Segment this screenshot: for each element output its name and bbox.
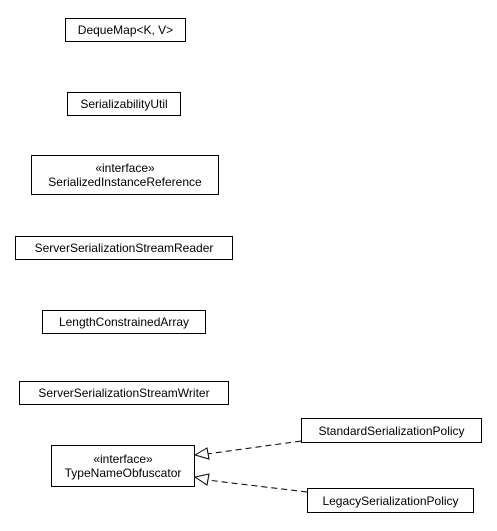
class-legacy-serialization-policy[interactable]: LegacySerializationPolicy xyxy=(307,488,474,513)
class-name: ServerSerializationStreamWriter xyxy=(38,386,210,400)
stereotype-label: «interface» xyxy=(95,161,155,175)
class-name: StandardSerializationPolicy xyxy=(318,423,465,438)
legacy-policy-realization-arrowhead xyxy=(193,473,210,486)
legacy-policy-realization-line xyxy=(206,479,308,493)
interface-serialized-instance-reference[interactable]: «interface» SerializedInstanceReference xyxy=(31,155,219,195)
class-name: LegacySerializationPolicy xyxy=(322,493,459,508)
interface-type-name-obfuscator[interactable]: «interface» TypeNameObfuscator xyxy=(51,445,195,487)
standard-policy-realization-line xyxy=(206,440,302,455)
class-serializability-util[interactable]: SerializabilityUtil xyxy=(67,92,181,116)
class-standard-serialization-policy[interactable]: StandardSerializationPolicy xyxy=(301,418,482,443)
class-server-serialization-stream-writer[interactable]: ServerSerializationStreamWriter xyxy=(19,381,229,405)
class-name: DequeMap<K, V> xyxy=(77,23,174,37)
class-name: SerializabilityUtil xyxy=(80,97,168,111)
class-server-serialization-stream-reader[interactable]: ServerSerializationStreamReader xyxy=(15,236,233,260)
standard-policy-realization-arrowhead xyxy=(193,447,210,460)
class-deque-map[interactable]: DequeMap<K, V> xyxy=(65,18,186,42)
class-name: LengthConstrainedArray xyxy=(58,315,190,329)
class-name: SerializedInstanceReference xyxy=(48,175,202,189)
stereotype-label: «interface» xyxy=(93,452,153,466)
class-length-constrained-array[interactable]: LengthConstrainedArray xyxy=(42,310,206,334)
class-name: TypeNameObfuscator xyxy=(64,466,182,480)
class-name: ServerSerializationStreamReader xyxy=(34,241,214,255)
